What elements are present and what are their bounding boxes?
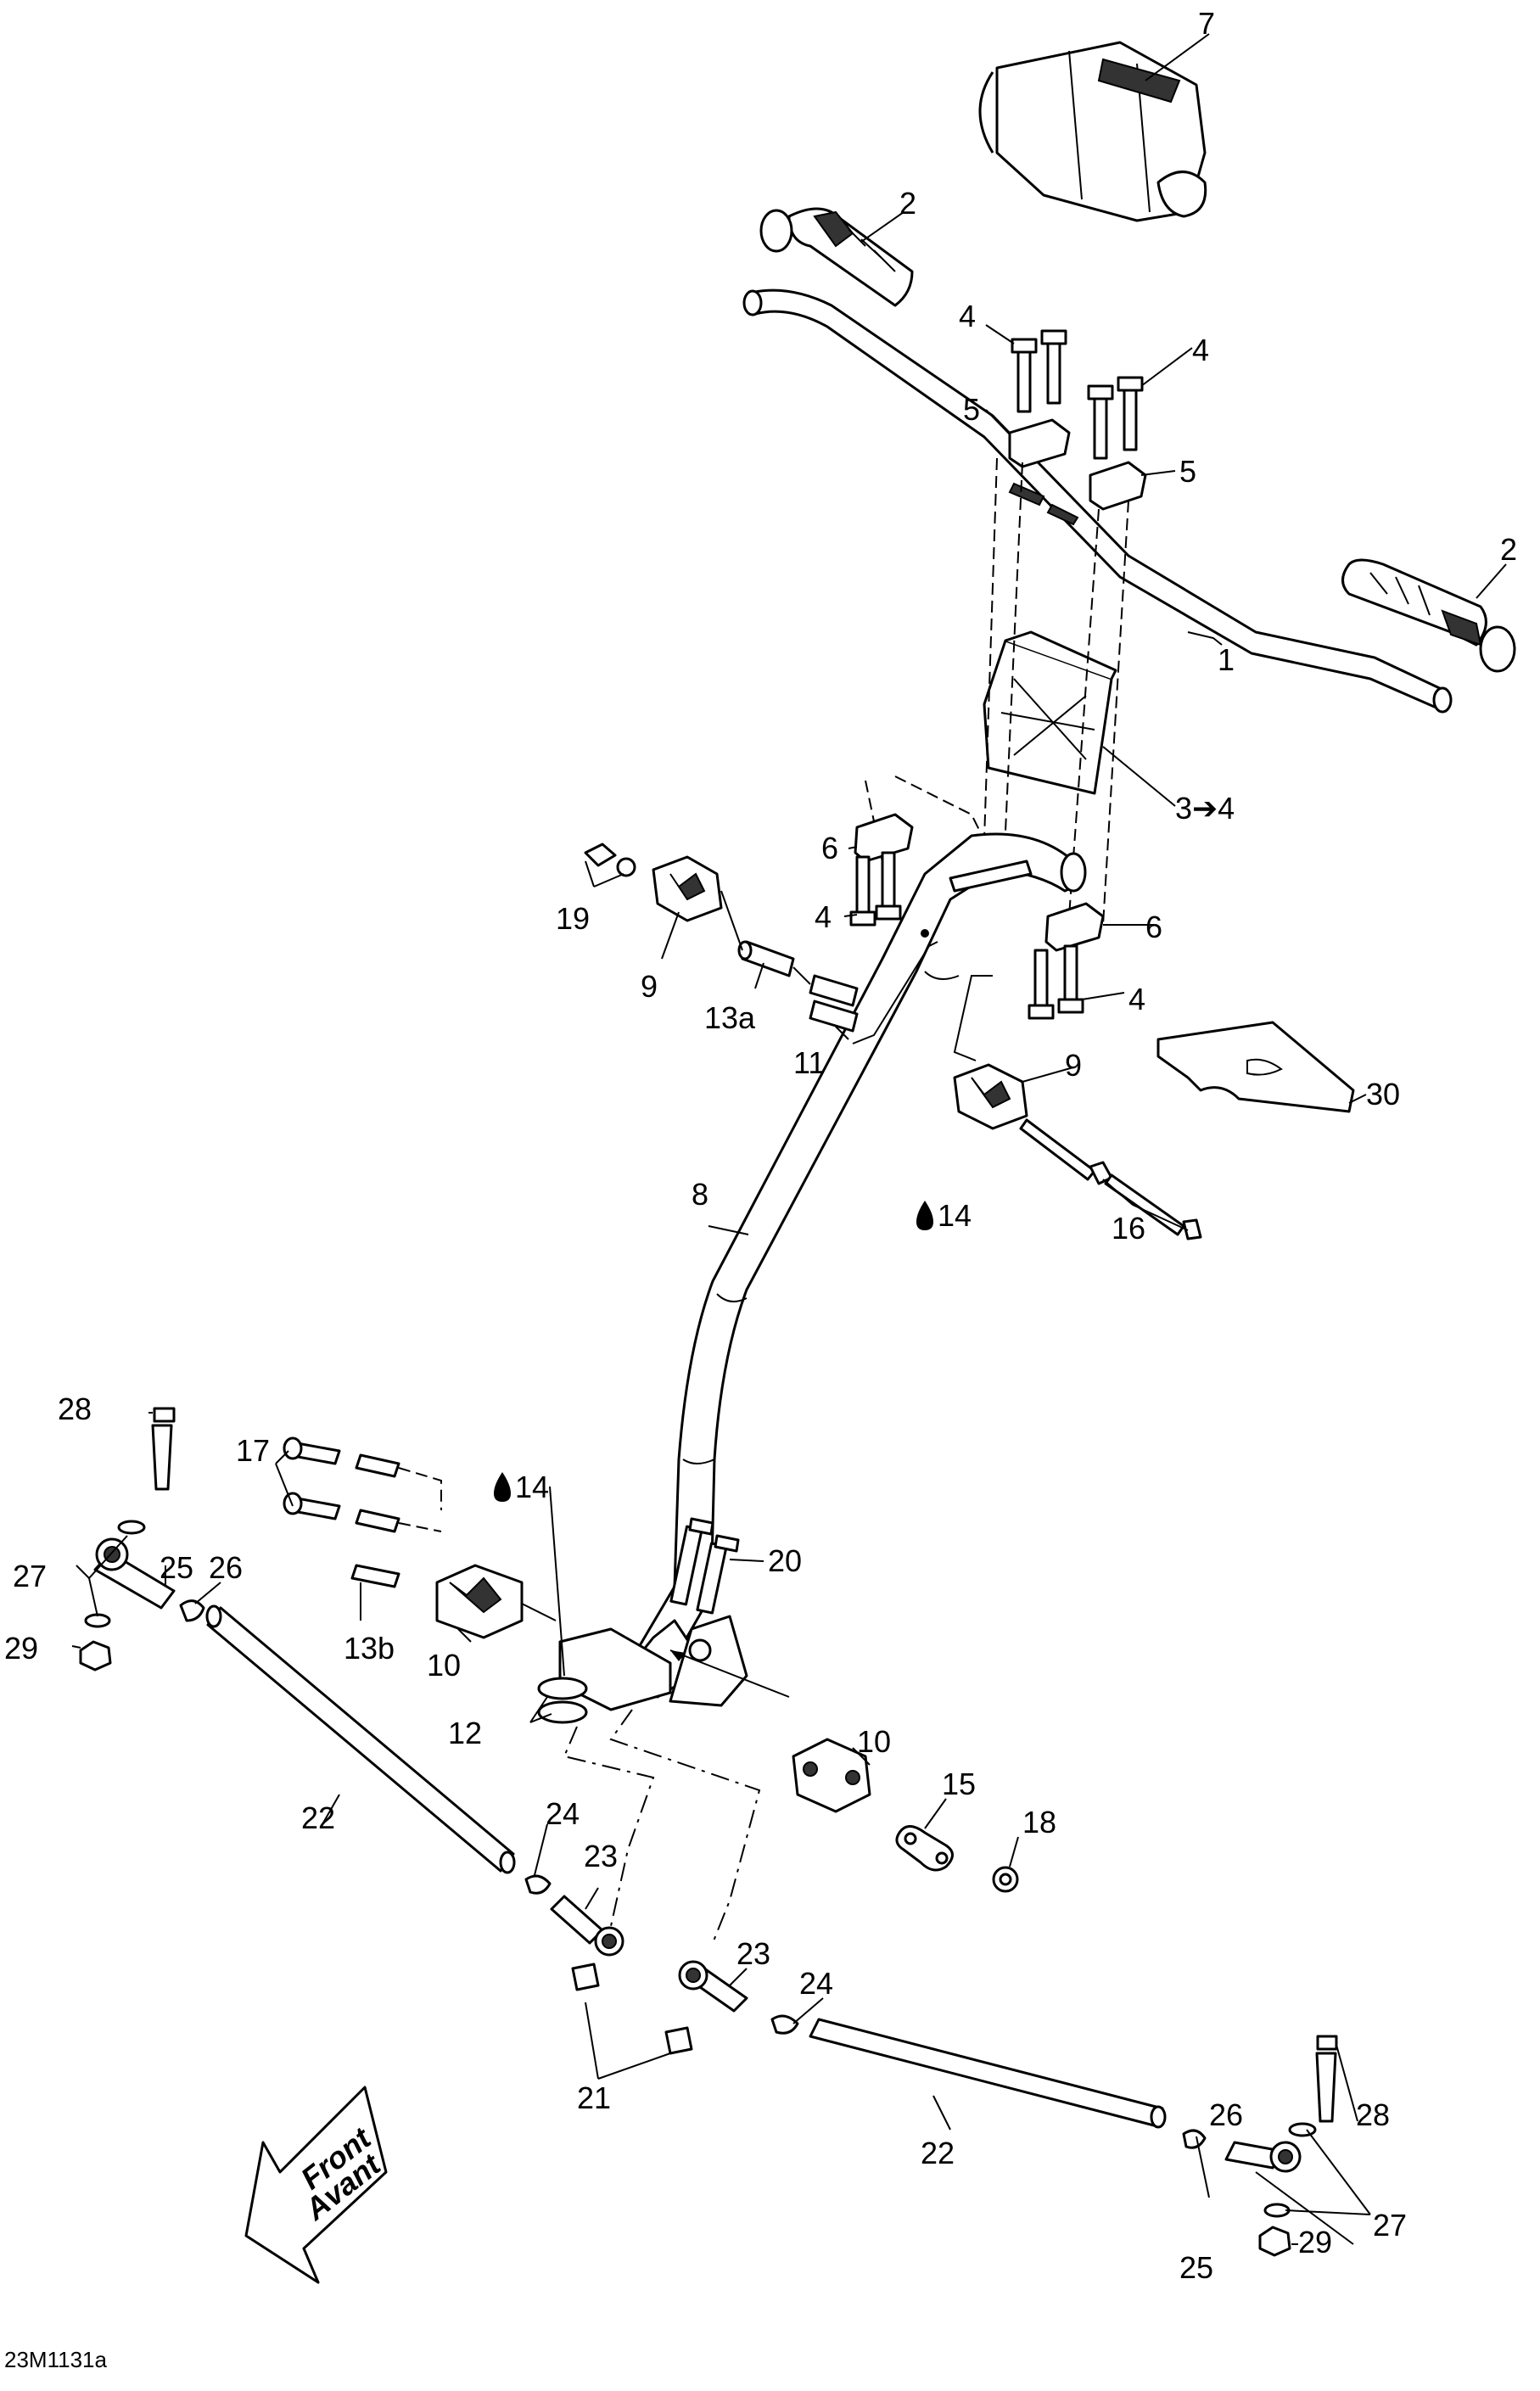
callout-3: 3➔4 [1175, 791, 1235, 826]
callout-2-left: 2 [899, 186, 916, 221]
callout-28-a: 28 [58, 1391, 92, 1426]
steering-column [558, 832, 1087, 1711]
callout-9-b: 9 [1065, 1048, 1082, 1083]
callout-30: 30 [1366, 1077, 1400, 1112]
callout-26-b: 26 [1209, 2097, 1243, 2132]
callout-9-a: 9 [641, 969, 658, 1004]
lubricant-drop-icon [916, 1201, 933, 1230]
callout-4-d: 4 [1128, 982, 1145, 1016]
callout-4-c: 4 [815, 899, 832, 934]
front-direction-arrow: Front Avant [244, 2086, 388, 2284]
callout-8: 8 [692, 1177, 708, 1212]
callout-17: 17 [236, 1433, 270, 1468]
drawing-code: 23M1131a [4, 2347, 107, 2372]
callout-14-b: 14 [515, 1470, 549, 1504]
callout-11: 11 [793, 1045, 825, 1080]
right-tie-rod [664, 1960, 1338, 2257]
upper-clamps [1008, 329, 1147, 511]
callout-6-b: 6 [1145, 910, 1162, 944]
callout-28-b: 28 [1356, 2097, 1390, 2132]
lower-clamps [849, 813, 1105, 1020]
callout-1: 1 [1218, 642, 1235, 677]
upper-left-bushing-set [584, 843, 859, 1033]
callout-10-b: 10 [857, 1724, 891, 1759]
handlebar-riser [983, 630, 1117, 795]
upper-right-bushing-set [953, 1063, 1202, 1240]
callout-10-a: 10 [427, 1648, 461, 1683]
callout-29-b: 29 [1298, 2225, 1332, 2259]
callout-14-a: 14 [938, 1198, 972, 1233]
callout-12: 12 [448, 1716, 482, 1750]
callout-13a: 13a [704, 1000, 756, 1035]
callout-16: 16 [1112, 1211, 1145, 1246]
callout-5-a: 5 [963, 392, 980, 427]
callout-24-b: 24 [799, 1966, 833, 2001]
callout-19: 19 [556, 901, 590, 936]
backing-plate [1156, 1021, 1355, 1113]
lower-left-bushing [435, 1564, 557, 1639]
callout-22-b: 22 [921, 2136, 955, 2170]
callout-18: 18 [1022, 1805, 1056, 1839]
callout-23-b: 23 [736, 1936, 770, 1971]
callout-5-b: 5 [1179, 454, 1196, 489]
grip-left [759, 207, 914, 307]
callout-27-b: 27 [1373, 2208, 1407, 2243]
grip-right [1341, 558, 1516, 673]
callout-21: 21 [577, 2080, 611, 2115]
callout-29-a: 29 [4, 1631, 38, 1666]
callout-6-a: 6 [821, 831, 838, 865]
handlebar-pad [978, 41, 1207, 222]
callout-2-right: 2 [1500, 532, 1517, 567]
leader-lines [71, 33, 1507, 2245]
column-bolts [669, 1517, 740, 1615]
callout-25-a: 25 [160, 1550, 193, 1585]
callout-20: 20 [768, 1543, 802, 1578]
callout-22-a: 22 [301, 1800, 335, 1835]
callout-24-a: 24 [546, 1796, 580, 1831]
callout-27-a: 27 [13, 1559, 47, 1593]
callout-15: 15 [942, 1767, 976, 1801]
callout-4-b: 4 [1192, 333, 1209, 367]
callout-7: 7 [1198, 6, 1215, 41]
callout-26-a: 26 [209, 1550, 243, 1585]
lower-left-pins [283, 1436, 442, 1588]
left-tie-rod [79, 1407, 624, 1991]
lubricant-drop-icon [494, 1472, 511, 1502]
column-washers [537, 1677, 588, 1724]
callout-4-a: 4 [959, 299, 976, 333]
callout-13b: 13b [344, 1631, 395, 1666]
handlebar [742, 288, 1453, 714]
lower-right-linkage [669, 1649, 1019, 1893]
callout-labels: 7 2 2 1 3➔4 4 4 5 5 6 6 4 4 19 9 13a 11 … [4, 6, 1517, 2372]
callout-23-a: 23 [584, 1839, 618, 1873]
callout-25-b: 25 [1179, 2250, 1213, 2285]
